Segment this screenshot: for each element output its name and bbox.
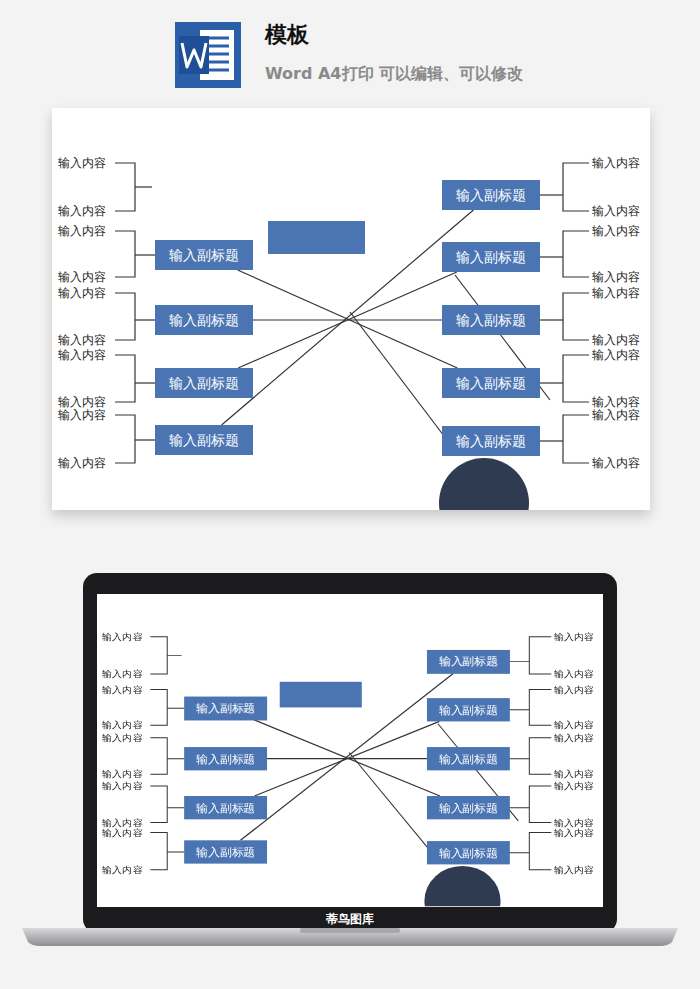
content-label: 输入内容 [102, 780, 143, 792]
subtitle-box: 输入副标题 [427, 698, 510, 721]
mindmap-lines [52, 108, 650, 510]
mindmap-lines [97, 594, 603, 906]
content-label: 输入内容 [58, 347, 106, 363]
content-label: 输入内容 [102, 768, 143, 780]
diagram-preview: 输入内容输入内容输入内容输入内容输入内容输入内容输入内容输入内容输入内容输入内容… [52, 108, 650, 510]
box-text: 输入副标题 [196, 702, 255, 714]
content-label: 输入内容 [102, 826, 143, 838]
content-label: 输入内容 [554, 683, 595, 695]
subtitle-box: 输入副标题 [155, 368, 253, 398]
content-label: 输入内容 [58, 223, 106, 239]
box-text: 输入副标题 [439, 847, 498, 859]
box-text: 输入副标题 [439, 801, 498, 813]
content-label: 输入内容 [554, 732, 595, 744]
page-title: 模板 [265, 20, 309, 50]
subtitle-box: 输入副标题 [427, 796, 510, 819]
content-label: 输入内容 [554, 768, 595, 780]
box-text: 输入副标题 [456, 433, 526, 449]
subtitle-box: 输入副标题 [442, 242, 540, 272]
content-label: 输入内容 [58, 155, 106, 171]
box-text: 输入副标题 [169, 247, 239, 263]
content-label: 输入内容 [554, 668, 595, 680]
content-label: 输入内容 [592, 347, 640, 363]
box-text: 输入副标题 [169, 312, 239, 328]
content-label: 输入内容 [58, 269, 106, 285]
connector [222, 210, 474, 425]
page-preview [52, 108, 650, 510]
subtitle: Word A4打印 可以编辑、可以修改 [265, 64, 523, 85]
subtitle-box: 输入副标题 [427, 747, 510, 770]
subtitle-box: 输入副标题 [442, 368, 540, 398]
box-text: 输入副标题 [456, 375, 526, 391]
content-label: 输入内容 [554, 631, 595, 643]
content-label: 输入内容 [592, 155, 640, 171]
box-text: 输入副标题 [169, 375, 239, 391]
content-label: 输入内容 [592, 203, 640, 219]
content-label: 输入内容 [592, 269, 640, 285]
connector [254, 721, 439, 796]
watermark: 蒂鸟图库 [326, 911, 374, 928]
word-icon [0, 0, 700, 100]
content-label: 输入内容 [58, 394, 106, 410]
content-label: 输入内容 [58, 203, 106, 219]
connector [254, 720, 440, 796]
box-text: 输入副标题 [196, 801, 255, 813]
subtitle-box: 输入副标题 [155, 240, 253, 270]
content-label: 输入内容 [58, 285, 106, 301]
content-label: 输入内容 [102, 816, 143, 828]
box-text: 输入副标题 [439, 655, 498, 667]
content-label: 输入内容 [554, 719, 595, 731]
content-label: 输入内容 [102, 668, 143, 680]
content-label: 输入内容 [102, 719, 143, 731]
subtitle-box: 输入副标题 [184, 747, 267, 770]
laptop-frame [0, 560, 700, 960]
content-label: 输入内容 [592, 223, 640, 239]
box-text: 输入副标题 [196, 846, 255, 858]
box-text: 输入副标题 [456, 187, 526, 203]
content-label: 输入内容 [58, 455, 106, 471]
content-label: 输入内容 [554, 816, 595, 828]
box-text: 输入副标题 [439, 704, 498, 716]
subtitle-box: 输入副标题 [442, 180, 540, 210]
box-text: 输入副标题 [456, 312, 526, 328]
content-label: 输入内容 [592, 407, 640, 423]
diagram-laptop: 输入内容输入内容输入内容输入内容输入内容输入内容输入内容输入内容输入内容输入内容… [97, 594, 603, 906]
box-text: 输入副标题 [456, 249, 526, 265]
connector [238, 270, 458, 368]
subtitle-box: 输入副标题 [442, 426, 540, 456]
content-label: 输入内容 [592, 332, 640, 348]
content-label: 输入内容 [554, 826, 595, 838]
content-label: 输入内容 [592, 394, 640, 410]
box-text: 输入副标题 [439, 753, 498, 765]
connector [240, 673, 453, 840]
subtitle-box: 输入副标题 [184, 796, 267, 819]
content-label: 输入内容 [58, 407, 106, 423]
subtitle-box: 输入副标题 [155, 305, 253, 335]
content-label: 输入内容 [592, 455, 640, 471]
content-label: 输入内容 [102, 683, 143, 695]
subtitle-box: 输入副标题 [442, 305, 540, 335]
content-label: 输入内容 [58, 332, 106, 348]
subtitle-box: 输入副标题 [427, 650, 510, 673]
content-label: 输入内容 [554, 864, 595, 876]
subtitle-box: 输入副标题 [184, 840, 267, 863]
subtitle-box: 输入副标题 [184, 697, 267, 720]
subtitle-box: 输入副标题 [427, 841, 510, 864]
connector [238, 272, 457, 368]
content-label: 输入内容 [102, 732, 143, 744]
content-label: 输入内容 [554, 780, 595, 792]
box-text: 输入副标题 [196, 753, 255, 765]
content-label: 输入内容 [102, 864, 143, 876]
content-label: 输入内容 [102, 631, 143, 643]
content-label: 输入内容 [592, 285, 640, 301]
subtitle-box: 输入副标题 [155, 425, 253, 455]
box-text: 输入副标题 [169, 432, 239, 448]
